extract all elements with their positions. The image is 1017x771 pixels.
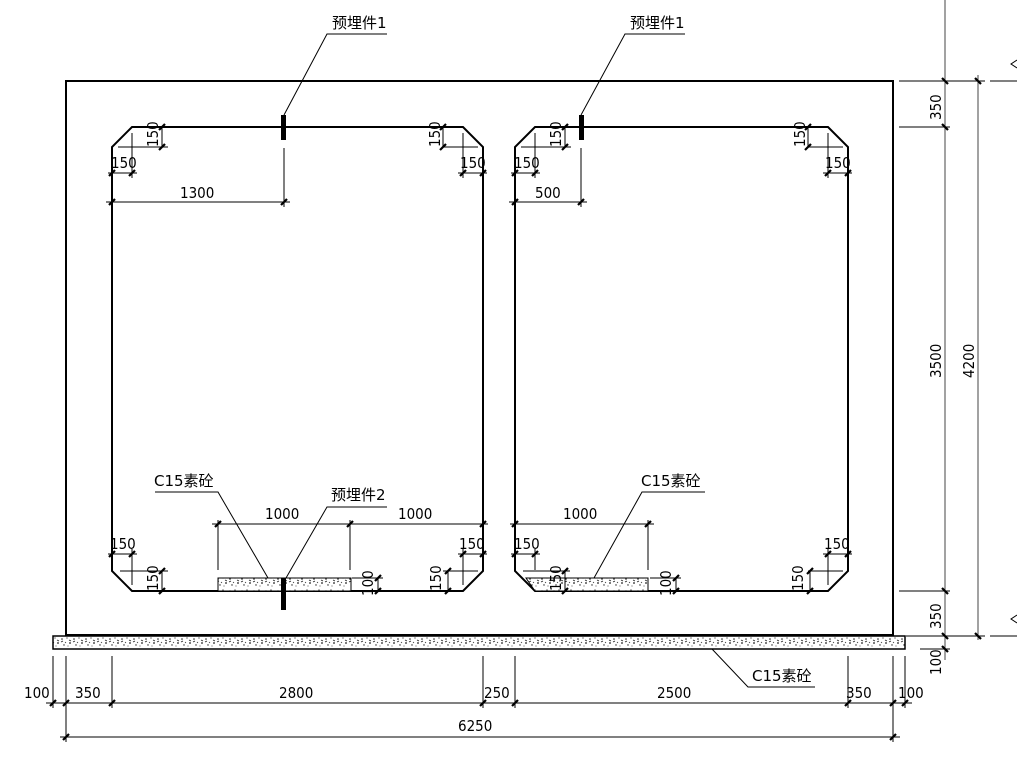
dim-tr-chamfer-v: 150 — [547, 121, 565, 147]
dim-right-total: 4200 — [960, 344, 978, 378]
culvert-outline — [65, 80, 894, 636]
dim-right-top-slab: 350 — [927, 94, 945, 120]
right-c15-pad — [525, 577, 649, 592]
dim-bl-chamfer-h: 150 — [110, 535, 136, 553]
dim-lines-top-left — [106, 127, 487, 207]
dim-tl-chamfer-v: 150 — [144, 121, 162, 147]
section-markers — [1010, 59, 1017, 624]
embed1-right-mark — [579, 115, 584, 140]
dim-br-chamfer-h: 150 — [514, 535, 540, 553]
dim-lines-right — [899, 0, 1017, 660]
dim-bl-chamfer-v: 150 — [144, 565, 162, 591]
dim-lines-bottom — [46, 656, 912, 742]
label-embed1-right: 预埋件1 — [630, 14, 685, 32]
dim-tl-r-chamfer-h: 150 — [460, 154, 486, 172]
label-embed2: 预埋件2 — [331, 486, 386, 504]
dim-tl-chamfer-h: 150 — [111, 154, 137, 172]
dim-tr-r-chamfer-v: 150 — [791, 121, 809, 147]
dim-tl-r-chamfer-v: 150 — [426, 121, 444, 147]
dim-br-pad: 100 — [657, 570, 675, 596]
dim-tl-offset: 1300 — [180, 184, 214, 202]
embed2-mark — [281, 578, 286, 610]
dim-bottom-seg-4: 250 — [484, 684, 510, 702]
label-embed1-left: 预埋件1 — [332, 14, 387, 32]
dim-bl-r-chamfer-h: 150 — [459, 535, 485, 553]
dim-right-clear: 3500 — [927, 344, 945, 378]
dim-br-r-chamfer-v: 150 — [789, 565, 807, 591]
dim-lines-top-right — [509, 127, 852, 207]
leaders — [155, 33, 815, 688]
dim-bl-r-chamfer-v: 150 — [427, 565, 445, 591]
dim-tr-r-chamfer-h: 150 — [825, 154, 851, 172]
dim-tr-offset: 500 — [535, 184, 561, 202]
dim-ticks-top-right — [511, 123, 852, 206]
dim-br-chamfer-v: 150 — [547, 565, 565, 591]
embed1-left-mark — [281, 115, 286, 140]
dim-tr-chamfer-h: 150 — [514, 154, 540, 172]
label-c15-right: C15素砼 — [641, 472, 701, 490]
label-c15-left: C15素砼 — [154, 472, 214, 490]
dim-bottom-seg-6: 350 — [846, 684, 872, 702]
dim-bottom-total: 6250 — [458, 717, 492, 735]
dim-ticks-bottom — [49, 699, 909, 741]
dim-bl-1000a: 1000 — [265, 505, 299, 523]
label-c15-bottom: C15素砼 — [752, 667, 812, 685]
dim-br-1000: 1000 — [563, 505, 597, 523]
dim-bottom-seg-5: 2500 — [657, 684, 691, 702]
dim-ticks-bottom-left — [108, 520, 487, 595]
dim-ticks-top-left — [108, 123, 487, 206]
dim-bottom-seg-7: 100 — [898, 684, 924, 702]
c15-cushion — [52, 635, 906, 650]
dim-right-cushion: 100 — [927, 649, 945, 675]
dim-br-r-chamfer-h: 150 — [824, 535, 850, 553]
dim-bottom-seg-3: 2800 — [279, 684, 313, 702]
dim-bl-pad: 100 — [359, 570, 377, 596]
dim-ticks-right — [941, 77, 982, 653]
left-cell-outline — [111, 126, 484, 592]
right-cell-outline — [514, 126, 849, 592]
dim-ticks-bottom-right — [511, 520, 852, 595]
dim-bottom-seg-1: 100 — [24, 684, 50, 702]
dim-bottom-seg-2: 350 — [75, 684, 101, 702]
dim-right-bottom-slab: 350 — [927, 603, 945, 629]
dim-bl-1000b: 1000 — [398, 505, 432, 523]
